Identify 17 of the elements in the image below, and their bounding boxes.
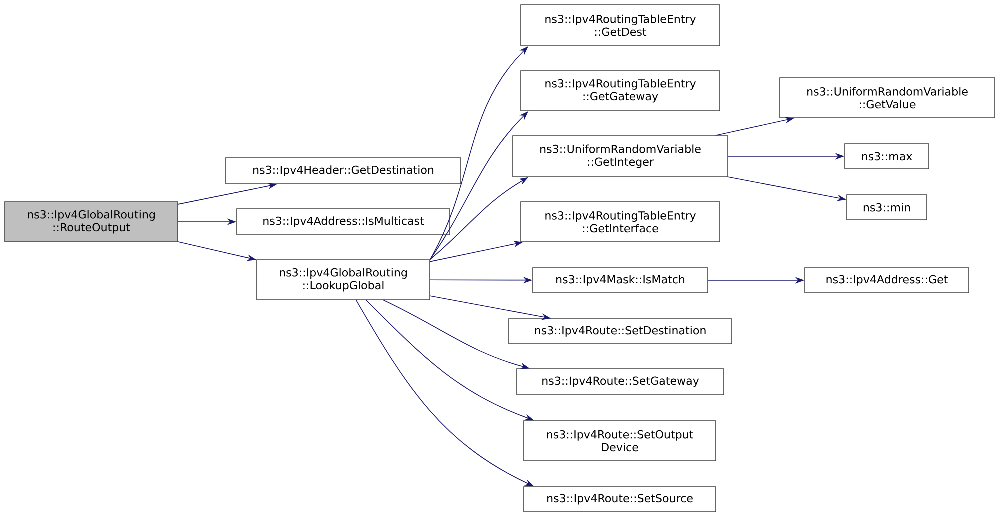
function-box: ns3::Ipv4Address::Get bbox=[804, 268, 970, 294]
function-box: ns3::Ipv4Route::SetDestination bbox=[508, 318, 732, 344]
function-box: ns3::Ipv4Route::SetOutput Device bbox=[524, 420, 716, 462]
function-box: ns3::Ipv4Route::SetGateway bbox=[516, 368, 724, 396]
function-box: ns3::Ipv4Mask::IsMatch bbox=[532, 268, 708, 294]
function-box: ns3::UniformRandomVariable ::GetInteger bbox=[512, 136, 728, 178]
function-box: ns3::Ipv4Address::IsMulticast bbox=[236, 208, 450, 236]
function-box: ns3::Ipv4RoutingTableEntry ::GetGateway bbox=[520, 70, 720, 112]
function-box: ns3::Ipv4GlobalRouting ::LookupGlobal bbox=[256, 260, 430, 300]
function-box: ns3::Ipv4Header::GetDestination bbox=[226, 158, 462, 184]
function-box: ns3::Ipv4RoutingTableEntry ::GetDest bbox=[520, 4, 720, 46]
function-box: ns3::max bbox=[844, 144, 930, 170]
function-box: ns3::Ipv4Route::SetSource bbox=[524, 486, 716, 512]
function-box: ns3::UniformRandomVariable ::GetValue bbox=[780, 78, 996, 118]
function-box: ns3::min bbox=[846, 194, 928, 220]
function-box: ns3::Ipv4GlobalRouting ::RouteOutput bbox=[4, 202, 178, 242]
function-box: ns3::Ipv4RoutingTableEntry ::GetInterface bbox=[520, 202, 720, 242]
